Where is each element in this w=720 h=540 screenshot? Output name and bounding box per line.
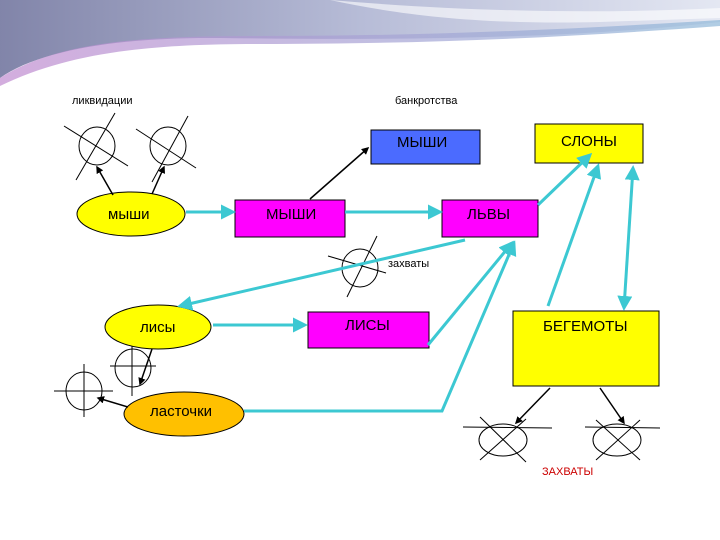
node-hippos: БЕГЕМОТЫ — [512, 310, 660, 387]
arrow-hippos-to-capture-2 — [599, 387, 625, 425]
arrow-foxes-to-lions — [426, 240, 514, 346]
node-mice-top-label: МЫШИ — [397, 134, 447, 151]
node-mice-mid: МЫШИ — [234, 199, 346, 238]
arrow-hippos-to-capture-1 — [514, 387, 551, 425]
arrow-hippos-to-elephants — [546, 163, 602, 307]
header-decoration — [0, 0, 720, 86]
node-swallows-label: ласточки — [150, 403, 212, 420]
crossed-circle-icon — [110, 340, 156, 396]
cyan-arrows — [177, 152, 640, 413]
node-swallows: ласточки — [123, 391, 245, 437]
arrow-mice-to-liquidation-2 — [151, 165, 165, 195]
arrow-elephants-to-hippos — [617, 165, 640, 311]
node-mice-small-label: мыши — [108, 206, 150, 223]
arrow-lions-to-foxes — [177, 238, 466, 311]
node-elephants-label: СЛОНЫ — [561, 133, 617, 150]
crossed-circle-icon — [54, 364, 113, 417]
arrow-swallows-to-capture — [96, 396, 129, 408]
crossed-circle-icon — [63, 112, 129, 181]
node-mice-mid-label: МЫШИ — [266, 206, 316, 223]
black-arrows — [96, 147, 625, 425]
crossed-circle-icon — [135, 115, 197, 183]
node-foxes-small: лисы — [104, 304, 212, 350]
node-hippos-label: БЕГЕМОТЫ — [543, 318, 628, 335]
arrow-foxes-to-capture — [138, 348, 153, 386]
bankruptcy-label: банкротства — [395, 95, 458, 107]
node-foxes-small-label: лисы — [140, 319, 175, 336]
arrow-mice-to-bankruptcy — [309, 147, 370, 200]
node-mice-small: мыши — [76, 191, 186, 237]
node-foxes-mid: ЛИСЫ — [307, 311, 430, 349]
liquidation-label: ликвидации — [72, 95, 133, 107]
crossed-circle-icon — [584, 419, 661, 461]
arrow-mice-to-liquidation-1 — [96, 165, 114, 196]
arrow-lions-to-elephants — [536, 152, 593, 207]
captures-upper-label: ЗАХВАТЫ — [542, 466, 593, 478]
captures-lower-label: захваты — [388, 258, 429, 270]
node-mice-top: МЫШИ — [370, 129, 481, 165]
node-foxes-mid-label: ЛИСЫ — [345, 317, 390, 334]
node-lions: ЛЬВЫ — [441, 199, 539, 238]
node-lions-label: ЛЬВЫ — [467, 206, 510, 223]
crossed-circle-icon — [462, 416, 553, 463]
arrow-swallows-to-lions — [244, 240, 517, 413]
